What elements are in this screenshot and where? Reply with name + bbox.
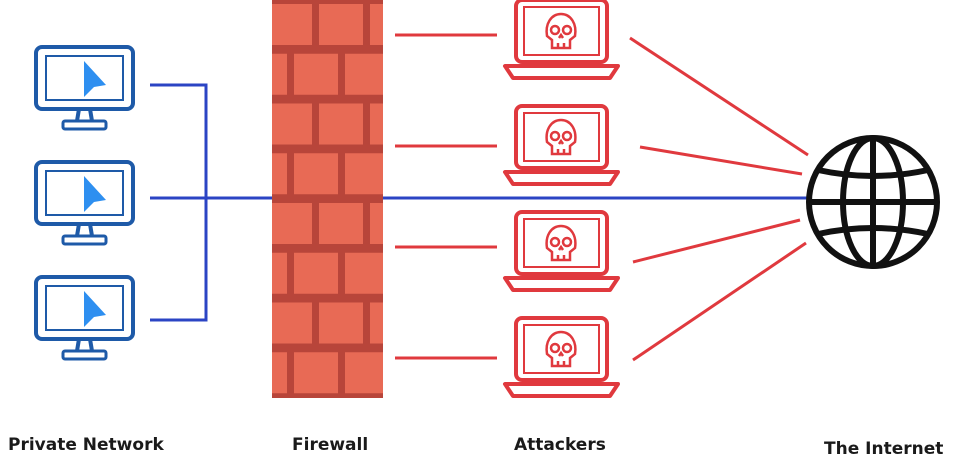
globe-icon xyxy=(806,135,940,269)
brick xyxy=(370,103,383,145)
brick xyxy=(370,302,383,344)
brick xyxy=(294,53,338,95)
skull-icon xyxy=(545,12,577,50)
brick xyxy=(345,153,383,195)
brick xyxy=(319,203,363,244)
attack-line-net-1 xyxy=(629,36,809,157)
brick xyxy=(396,153,440,194)
brick xyxy=(345,352,383,394)
brick xyxy=(370,4,383,45)
skull-icon xyxy=(545,224,577,262)
brick xyxy=(396,253,440,294)
brick xyxy=(370,203,383,244)
brick xyxy=(272,53,287,95)
attackers-label: Attackers xyxy=(514,435,606,455)
laptop-skull-icon xyxy=(503,210,620,292)
brick xyxy=(421,203,465,244)
desktop-computer-icon xyxy=(34,45,135,131)
skull-icon xyxy=(545,118,577,156)
brick xyxy=(272,352,287,394)
brick xyxy=(294,352,338,394)
brick xyxy=(345,252,383,294)
brick xyxy=(421,4,465,45)
cursor-arrow-icon xyxy=(84,291,106,327)
attack-links xyxy=(395,33,809,362)
cursor-arrow-icon xyxy=(84,176,106,212)
firewall-label: Firewall xyxy=(292,435,369,455)
attack-line-net-3 xyxy=(632,218,801,264)
attacker-laptops xyxy=(503,0,620,398)
brick xyxy=(272,203,312,244)
desktop-computer-icon xyxy=(34,275,135,361)
laptop-skull-icon xyxy=(503,0,620,80)
brick xyxy=(319,103,363,145)
private-network-links xyxy=(150,83,812,322)
brick xyxy=(294,252,338,294)
brick xyxy=(396,54,440,95)
internet-label: The Internet xyxy=(824,439,944,459)
link-computer-1 xyxy=(150,83,208,322)
brick xyxy=(319,302,363,344)
laptop-skull-icon xyxy=(503,104,620,186)
brick xyxy=(421,104,465,145)
brick xyxy=(272,252,287,294)
attack-line-net-2 xyxy=(639,145,803,176)
cursor-arrow-icon xyxy=(84,61,106,97)
desktop-computer-icon xyxy=(34,160,135,246)
brick xyxy=(272,103,312,145)
firewall-wall xyxy=(272,0,465,398)
private-network-label: Private Network xyxy=(8,435,164,455)
attack-line-net-4 xyxy=(632,241,807,362)
skull-icon xyxy=(545,330,577,368)
private-network-computers xyxy=(34,45,135,361)
brick xyxy=(345,53,383,95)
brick xyxy=(421,303,465,344)
brick xyxy=(294,153,338,195)
brick xyxy=(272,302,312,344)
laptop-skull-icon xyxy=(503,316,620,398)
brick xyxy=(272,153,287,195)
brick xyxy=(272,4,312,45)
brick xyxy=(319,4,363,45)
